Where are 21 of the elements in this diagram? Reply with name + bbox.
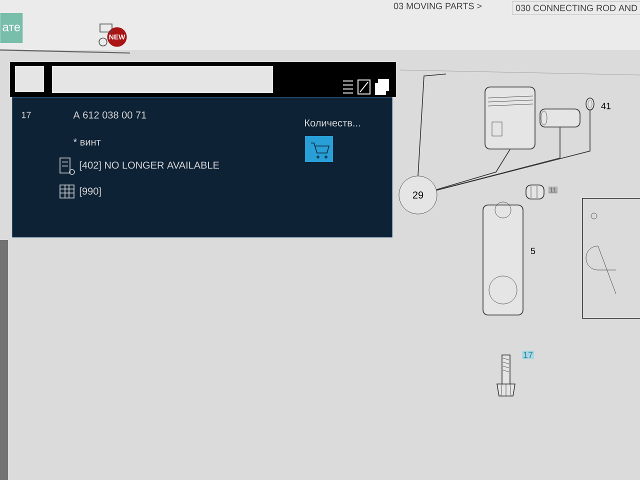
callout-number: 41 <box>601 102 611 110</box>
connecting-rod-drawing <box>482 202 524 316</box>
bolt-drawing <box>496 354 516 396</box>
bushing-drawing <box>526 184 544 200</box>
breadcrumb: 030 CONNECTING ROD AND <box>512 1 640 15</box>
part-info-panel <box>12 97 392 238</box>
part-number: A 612 038 00 71 <box>73 111 146 119</box>
leader-line <box>418 74 446 176</box>
pin-drawing <box>540 108 580 128</box>
leader-line <box>436 149 510 190</box>
bearing-shell-box <box>582 198 640 319</box>
leader-line <box>436 127 560 191</box>
tab-label: ате <box>0 13 23 43</box>
part-name: * винт <box>73 138 101 146</box>
quantity-label: Количеств... <box>305 120 360 126</box>
code-text: [990] <box>80 187 101 197</box>
leader-line <box>436 110 590 191</box>
item-number: 17 <box>22 112 31 118</box>
piston-drawing <box>484 86 536 150</box>
breadcrumb: 03 MOVING PARTS > <box>394 2 482 10</box>
status-text: [402] NO LONGER AVAILABLE <box>80 161 220 171</box>
